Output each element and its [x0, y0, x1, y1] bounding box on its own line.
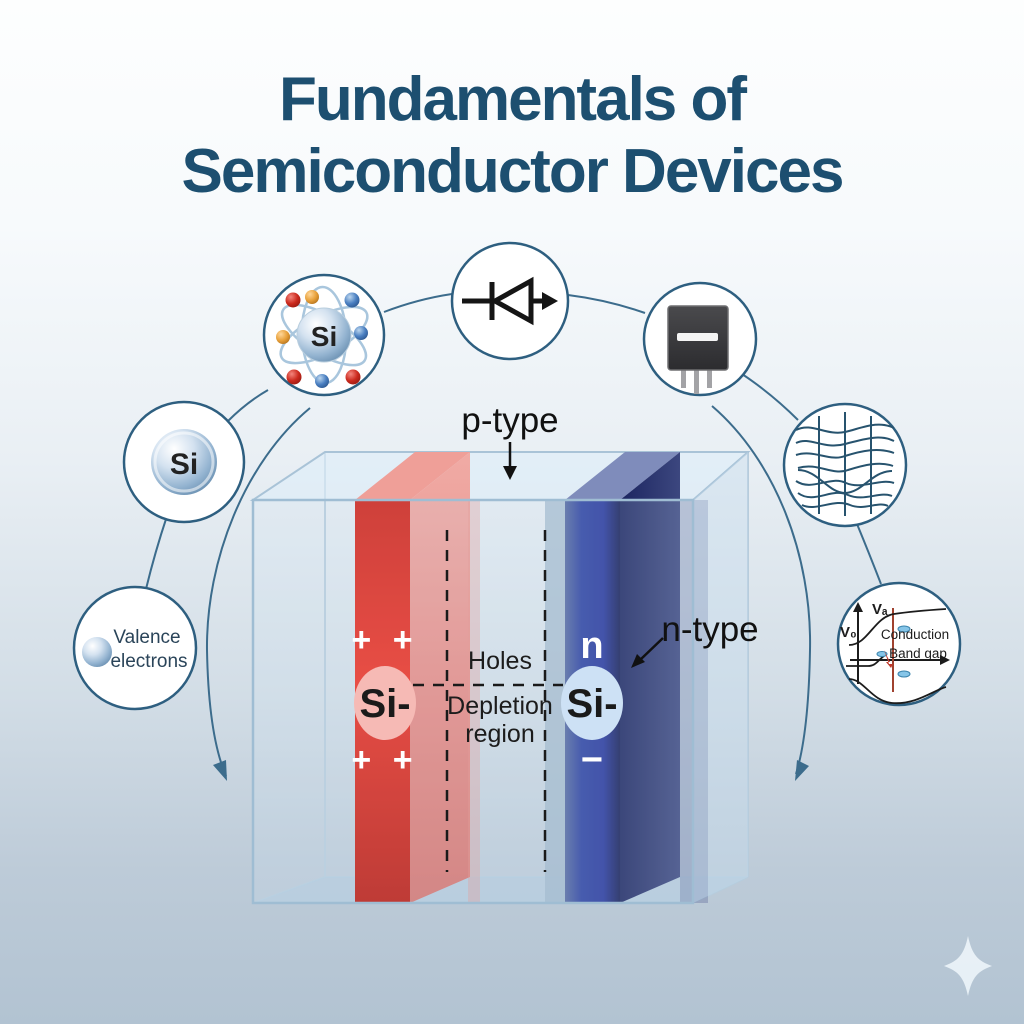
depletion-label-line1: Depletion	[447, 692, 553, 720]
p-charges-top: + +	[351, 621, 418, 659]
depletion-region-marks	[413, 530, 563, 872]
transistor-slot	[677, 333, 718, 341]
flow-arcs	[145, 293, 882, 777]
valence-label-line1: Valence	[113, 627, 180, 648]
silicon-sphere-label: Si	[170, 448, 198, 481]
band-gap-curves	[846, 608, 947, 704]
atom-nucleus-label: Si	[311, 321, 337, 352]
n-slab-annotations: n Si- −	[561, 625, 623, 781]
band-gap-axis-up-arrowhead-icon	[853, 602, 863, 612]
diode-icon	[450, 241, 570, 361]
sparkle-icon	[944, 936, 992, 996]
atom-icon: Si	[262, 273, 386, 397]
band-structure-curves	[795, 412, 895, 516]
arc-sphere-to-atom	[227, 389, 269, 422]
band-gap-axis-right-arrowhead-icon	[940, 655, 950, 665]
p-slab-haze	[468, 500, 480, 903]
left-arrowhead-icon	[213, 760, 227, 781]
band-gap-icon: Vₐ V₀ Conduction Band gap	[836, 581, 962, 707]
n-charge-label: −	[581, 739, 603, 781]
depletion-label-line2: region	[465, 720, 535, 748]
electron-sphere	[82, 637, 112, 667]
n-region-label: n	[580, 625, 603, 667]
n-type-callout: n-type	[631, 610, 759, 668]
n-type-label: n-type	[661, 610, 758, 649]
valence-label-line2: electrons	[110, 651, 187, 672]
band-gap-axis-top-label: Vₐ	[872, 601, 888, 618]
n-type-arrow	[639, 637, 664, 661]
band-gap-transition-arrow-icon	[884, 650, 893, 668]
n-atom-label: Si-	[566, 682, 617, 726]
diode-icon-ring	[450, 241, 570, 361]
arc-transistor-to-bands	[741, 373, 799, 421]
n-slab-top-face	[565, 452, 680, 500]
band-gap-carrier-dots	[876, 625, 911, 678]
p-charges-bottom: + +	[351, 741, 418, 779]
arc-left-descending	[205, 407, 311, 777]
n-atom-circle	[561, 666, 623, 740]
arc-diode-to-transistor	[567, 294, 646, 314]
band-gap-axes	[850, 610, 944, 684]
atom-electrons	[276, 290, 368, 388]
p-slab-annotations: + + Si- + +	[351, 621, 418, 779]
depletion-edge-strip	[545, 500, 565, 903]
silicon-sphere-rim	[153, 431, 215, 493]
transistor-icon	[642, 281, 758, 397]
p-type-arrowhead-icon	[503, 466, 517, 480]
band-gap-conduction-label: Conduction	[881, 627, 949, 642]
arc-sphere-to-valence	[145, 515, 168, 590]
glass-box-right-face	[693, 452, 748, 903]
p-slab-side-face	[410, 452, 470, 903]
valence-electrons-ring	[72, 585, 198, 711]
holes-label: Holes	[468, 647, 532, 675]
band-gap-axis-left-label: V₀	[840, 624, 857, 641]
valence-electrons-icon: Valence electrons	[72, 585, 198, 711]
n-type-arrowhead-icon	[631, 654, 645, 668]
page-title: Fundamentals of Semiconductor Devices	[181, 65, 845, 206]
p-type-label: p-type	[461, 401, 558, 440]
arc-atom-to-diode	[383, 293, 453, 313]
band-gap-label: Band gap	[889, 646, 947, 661]
arc-bands-to-bandgap	[856, 523, 882, 585]
p-atom-label: Si-	[359, 682, 410, 726]
transistor-legs	[681, 368, 712, 394]
p-type-callout: p-type	[461, 401, 559, 480]
n-slab-side-face	[620, 452, 680, 903]
arc-right-descending	[711, 405, 812, 775]
p-atom-circle	[354, 666, 416, 740]
diode-arrowhead-icon	[542, 292, 558, 310]
p-slab-top-face	[355, 452, 470, 500]
band-gap-ring	[836, 581, 962, 707]
diode-symbol	[462, 276, 546, 326]
silicon-sphere-icon: Si	[122, 400, 246, 524]
right-arrowhead-icon	[795, 760, 809, 781]
band-structure-icon	[782, 402, 908, 528]
atom-nucleus	[296, 307, 352, 363]
silicon-sphere	[151, 429, 217, 495]
